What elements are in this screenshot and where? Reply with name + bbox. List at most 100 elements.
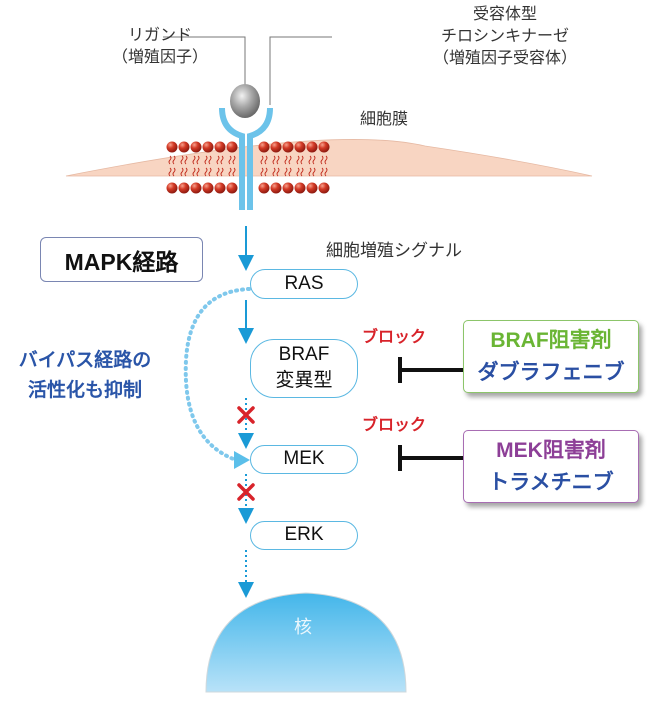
- bypass-arrow: [183, 287, 251, 462]
- lipid-tail-icon: [276, 155, 280, 165]
- nucleus-shape: [205, 592, 407, 693]
- lipid-tail-icon: [324, 167, 328, 177]
- lipid-head-icon: [282, 141, 294, 153]
- lipid-tail-icon: [264, 167, 268, 177]
- lipid-tail-icon: [296, 155, 300, 165]
- lipid-tail-icon: [172, 167, 176, 177]
- lipid-head-icon: [270, 141, 282, 153]
- ligand-ball-icon: [230, 84, 260, 118]
- mek-inhibition-bar: [398, 445, 463, 471]
- lipid-tail-icon: [300, 167, 304, 177]
- nucleus-label: 核: [294, 617, 312, 638]
- lipid-tail-icon: [300, 155, 304, 165]
- lipid-head-icon: [258, 182, 270, 194]
- lipid-tail-icon: [216, 155, 220, 165]
- lipid-head-icon: [226, 141, 238, 153]
- lipid-tail-icon: [168, 167, 172, 177]
- signal-label: 細胞増殖シグナル: [326, 241, 462, 261]
- lipid-tail-icon: [324, 155, 328, 165]
- lipid-tail-icon: [168, 155, 172, 165]
- lipid-tail-icon: [204, 155, 208, 165]
- node-erk: ERK: [250, 521, 358, 550]
- lipid-tail-icon: [228, 167, 232, 177]
- lipid-tail-icon: [184, 155, 188, 165]
- receptor-icon: [219, 107, 273, 210]
- lipid-head-icon: [258, 141, 270, 153]
- lipid-head-icon: [306, 141, 318, 153]
- bypass-arrow-head: [234, 451, 250, 469]
- lipid-tail-icon: [208, 167, 212, 177]
- lipid-tail-icon: [184, 167, 188, 177]
- mek-inhibitor-box: MEK阻害剤 トラメチニブ: [463, 430, 639, 503]
- lipid-tail-icon: [192, 155, 196, 165]
- lipid-tail-icon: [264, 155, 268, 165]
- lipid-tail-icon: [232, 167, 236, 177]
- lipid-tail-icon: [312, 167, 316, 177]
- lipid-head-icon: [214, 141, 226, 153]
- lipid-head-icon: [282, 182, 294, 194]
- lipid-bilayer: [166, 141, 330, 194]
- lipid-head-icon: [178, 182, 190, 194]
- braf-inhibition-bar: [398, 357, 463, 383]
- lipid-tail-icon: [284, 167, 288, 177]
- bypass-note: バイパス経路の 活性化も抑制: [18, 349, 152, 401]
- braf-block-label: ブロック: [362, 327, 427, 346]
- pathway-title: MAPK経路: [40, 237, 203, 282]
- lipid-tail-icon: [216, 167, 220, 177]
- lipid-head-icon: [318, 182, 330, 194]
- lipid-tail-icon: [232, 155, 236, 165]
- braf-inhibitor-title: BRAF阻害剤: [490, 329, 612, 352]
- lipid-tail-icon: [312, 155, 316, 165]
- block-x-icon: [237, 406, 255, 424]
- lipid-tail-icon: [196, 167, 200, 177]
- lipid-tail-icon: [288, 155, 292, 165]
- receptor-label: 受容体型 チロシンキナーゼ （増殖因子受容体）: [432, 4, 577, 67]
- lipid-head-icon: [294, 141, 306, 153]
- block-x-icon: [237, 483, 255, 501]
- lipid-head-icon: [226, 182, 238, 194]
- receptor-leader-line: [269, 36, 332, 105]
- lipid-head-icon: [166, 141, 178, 153]
- lipid-head-icon: [214, 182, 226, 194]
- ligand-leader-line: [163, 36, 246, 88]
- lipid-head-icon: [202, 182, 214, 194]
- lipid-tail-icon: [172, 155, 176, 165]
- lipid-tail-icon: [220, 167, 224, 177]
- mek-inhibitor-drug: トラメチニブ: [488, 471, 614, 494]
- braf-inhibitor-box: BRAF阻害剤 ダブラフェニブ: [463, 320, 639, 393]
- membrane-shape: [65, 139, 593, 177]
- node-ras: RAS: [250, 269, 358, 299]
- lipid-head-icon: [202, 141, 214, 153]
- lipid-head-icon: [318, 141, 330, 153]
- lipid-head-icon: [166, 182, 178, 194]
- ligand-label: リガンド （増殖因子）: [111, 25, 208, 66]
- node-mek: MEK: [250, 445, 358, 474]
- lipid-tail-icon: [260, 167, 264, 177]
- lipid-tail-icon: [272, 167, 276, 177]
- lipid-tail-icon: [220, 155, 224, 165]
- braf-inhibitor-drug: ダブラフェニブ: [477, 361, 625, 384]
- lipid-tail-icon: [284, 155, 288, 165]
- node-braf: BRAF 変異型: [250, 339, 358, 398]
- mek-inhibitor-title: MEK阻害剤: [496, 439, 606, 462]
- mek-block-label: ブロック: [362, 415, 427, 434]
- lipid-tail-icon: [180, 155, 184, 165]
- lipid-tail-icon: [192, 167, 196, 177]
- lipid-tail-icon: [228, 155, 232, 165]
- lipid-head-icon: [294, 182, 306, 194]
- lipid-head-icon: [306, 182, 318, 194]
- lipid-tail-icon: [180, 167, 184, 177]
- lipid-tail-icon: [308, 167, 312, 177]
- lipid-head-icon: [178, 141, 190, 153]
- lipid-head-icon: [190, 141, 202, 153]
- lipid-tail-icon: [308, 155, 312, 165]
- lipid-head-icon: [190, 182, 202, 194]
- lipid-tail-icon: [276, 167, 280, 177]
- membrane-label: 細胞膜: [360, 109, 409, 128]
- lipid-tail-icon: [320, 155, 324, 165]
- lipid-head-icon: [270, 182, 282, 194]
- lipid-tail-icon: [260, 155, 264, 165]
- lipid-tail-icon: [288, 167, 292, 177]
- lipid-tail-icon: [208, 155, 212, 165]
- lipid-tail-icon: [272, 155, 276, 165]
